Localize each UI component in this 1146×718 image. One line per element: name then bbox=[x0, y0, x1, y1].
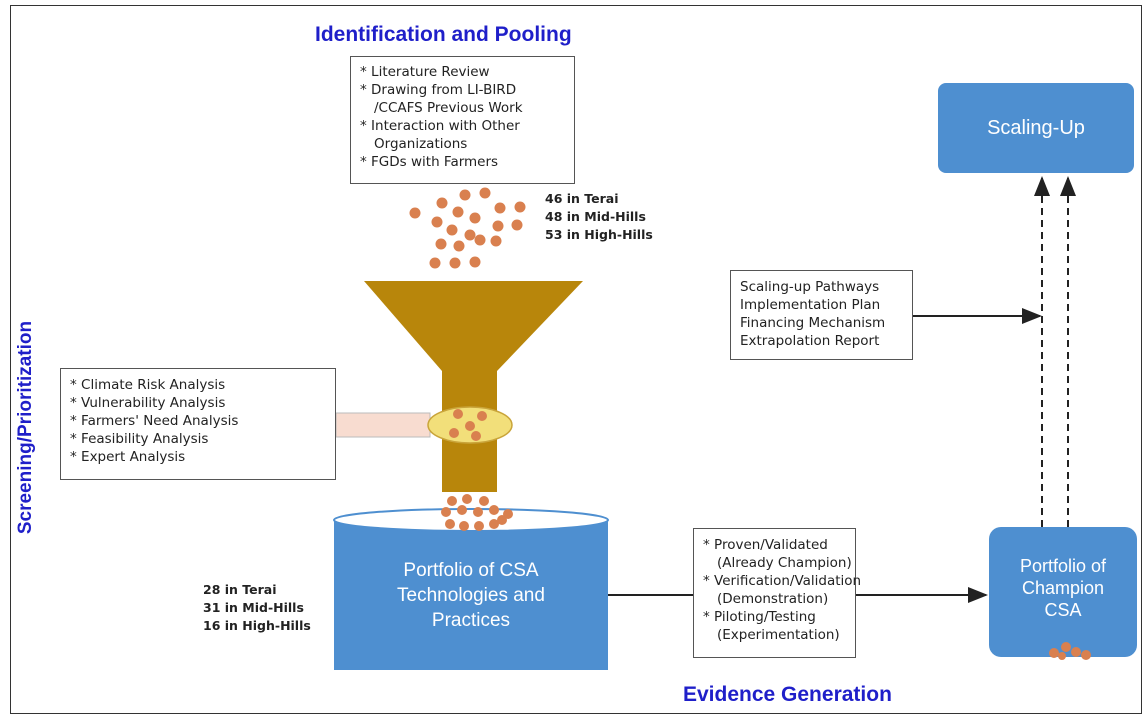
criteria-item: * Climate Risk Analysis bbox=[70, 377, 226, 393]
evidence-item: (Already Champion) bbox=[717, 555, 852, 571]
portfolio-line: Technologies and bbox=[397, 585, 545, 606]
portfolio-count-terai: 28 in Terai bbox=[203, 582, 277, 597]
pool-count-high-hills: 53 in High-Hills bbox=[545, 227, 653, 242]
portfolio-dots bbox=[441, 494, 513, 531]
ideas-dots bbox=[409, 187, 526, 269]
criteria-item: * Farmers' Need Analysis bbox=[70, 413, 239, 429]
criteria-item: * Feasibility Analysis bbox=[70, 431, 209, 447]
champion-line: CSA bbox=[1044, 600, 1082, 620]
scaling-up-label: Scaling-Up bbox=[987, 116, 1085, 139]
portfolio-cylinder-body bbox=[334, 520, 608, 670]
source-item: /CCAFS Previous Work bbox=[374, 100, 523, 116]
evidence-item: * Verification/Validation bbox=[703, 573, 862, 589]
criteria-item: * Vulnerability Analysis bbox=[70, 395, 226, 411]
screening-connector bbox=[335, 412, 431, 438]
evidence-title: Evidence Generation bbox=[683, 683, 892, 706]
pathway-item: Scaling-up Pathways bbox=[740, 279, 880, 295]
portfolio-line: Practices bbox=[431, 610, 511, 631]
portfolio-cylinder-top bbox=[333, 508, 609, 532]
evidence-item: * Proven/Validated bbox=[703, 537, 828, 553]
diagram-frame bbox=[10, 5, 1142, 714]
portfolio-count-high-hills: 16 in High-Hills bbox=[203, 618, 311, 633]
portfolio-count-mid-hills: 31 in Mid-Hills bbox=[203, 600, 304, 615]
champion-portfolio-box: Portfolio of Champion CSA bbox=[989, 527, 1137, 657]
scaling-pathways-box: Scaling-up Pathways Implementation Plan … bbox=[730, 270, 913, 360]
champion-line: Champion bbox=[1021, 578, 1105, 598]
pool-count-mid-hills: 48 in Mid-Hills bbox=[545, 209, 646, 224]
portfolio-counts: 28 in Terai 31 in Mid-Hills 16 in High-H… bbox=[203, 581, 311, 635]
scaling-up-box: Scaling-Up bbox=[938, 83, 1134, 173]
identification-title: Identification and Pooling bbox=[315, 23, 572, 46]
pathway-item: Financing Mechanism bbox=[740, 315, 886, 331]
screening-criteria-box: * Climate Risk Analysis * Vulnerability … bbox=[60, 368, 336, 480]
source-item: * Drawing from LI-BIRD bbox=[360, 82, 517, 98]
evidence-item: (Experimentation) bbox=[717, 627, 840, 643]
criteria-item: * Expert Analysis bbox=[70, 449, 186, 465]
identification-sources-box: * Literature Review * Drawing from LI-BI… bbox=[350, 56, 575, 184]
champion-dots bbox=[1049, 642, 1091, 660]
pool-counts: 46 in Terai 48 in Mid-Hills 53 in High-H… bbox=[545, 190, 653, 244]
portfolio-label: Portfolio of CSA Technologies and Practi… bbox=[335, 558, 607, 633]
portfolio-line: Portfolio of CSA bbox=[403, 560, 539, 581]
source-item: Organizations bbox=[374, 136, 468, 152]
source-item: * Interaction with Other bbox=[360, 118, 520, 134]
pool-count-terai: 46 in Terai bbox=[545, 191, 619, 206]
evidence-item: (Demonstration) bbox=[717, 591, 829, 607]
source-item: * Literature Review bbox=[360, 64, 490, 80]
source-item: * FGDs with Farmers bbox=[360, 154, 499, 170]
champion-line: Portfolio of bbox=[1019, 556, 1107, 576]
evidence-stages-box: * Proven/Validated (Already Champion) * … bbox=[693, 528, 862, 658]
funnel-cone bbox=[364, 281, 583, 371]
pathway-item: Extrapolation Report bbox=[740, 333, 880, 349]
pathway-item: Implementation Plan bbox=[740, 297, 881, 313]
filter-dots bbox=[449, 409, 487, 441]
evidence-item: * Piloting/Testing bbox=[703, 609, 816, 625]
